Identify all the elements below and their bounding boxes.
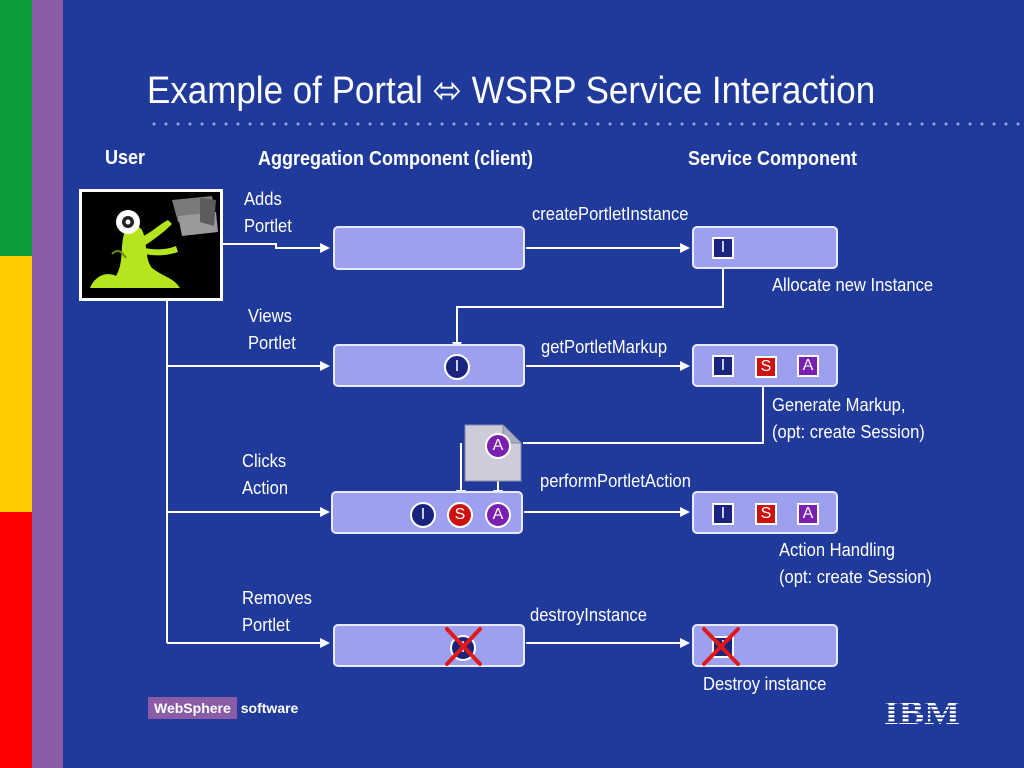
service-session-badge-3: S	[755, 503, 777, 525]
service-instance-badge-2: I	[712, 355, 734, 377]
ibm-logo: IBM	[884, 695, 960, 727]
note-destroy: Destroy instance	[703, 674, 827, 694]
column-header-service: Service Component	[688, 148, 858, 170]
column-header-user: User	[105, 147, 146, 169]
service-action-badge-3: A	[797, 503, 819, 525]
service-box-create	[692, 226, 838, 269]
service-instance-badge-1: I	[712, 237, 734, 259]
service-action-badge-2: A	[797, 355, 819, 377]
alien-cartoon-icon	[90, 196, 218, 288]
client-session-badge-3: S	[447, 502, 473, 528]
user-image	[79, 189, 223, 301]
client-instance-badge-3: I	[410, 502, 436, 528]
column-header-aggregation: Aggregation Component (client)	[258, 148, 533, 170]
client-box-view	[333, 344, 525, 387]
slide-title: Example of Portal ⬄ WSRP Service Interac…	[147, 70, 876, 112]
client-action-badge-3: A	[485, 502, 511, 528]
stripe-yellow	[0, 256, 32, 512]
sidebar-purple-bar	[32, 0, 63, 768]
client-box-remove	[333, 624, 525, 667]
stripe-green	[0, 0, 32, 256]
call-get-markup: getPortletMarkup	[541, 337, 668, 357]
call-create-instance: createPortletInstance	[532, 204, 689, 224]
note-action-handling: Action Handling(opt: create Session)	[779, 540, 932, 587]
client-box-create	[333, 226, 525, 270]
title-divider	[148, 122, 1024, 126]
call-destroy-instance: destroyInstance	[530, 605, 647, 625]
svg-text:IBM: IBM	[884, 695, 960, 727]
client-instance-badge-2: I	[444, 354, 470, 380]
call-perform-action: performPortletAction	[540, 471, 691, 491]
service-session-badge-2: S	[755, 356, 777, 378]
note-allocate: Allocate new Instance	[772, 275, 934, 295]
stripe-red	[0, 512, 32, 768]
document-action-badge: A	[485, 433, 511, 459]
note-generate-markup: Generate Markup,(opt: create Session)	[772, 395, 925, 442]
service-instance-badge-3: I	[712, 503, 734, 525]
